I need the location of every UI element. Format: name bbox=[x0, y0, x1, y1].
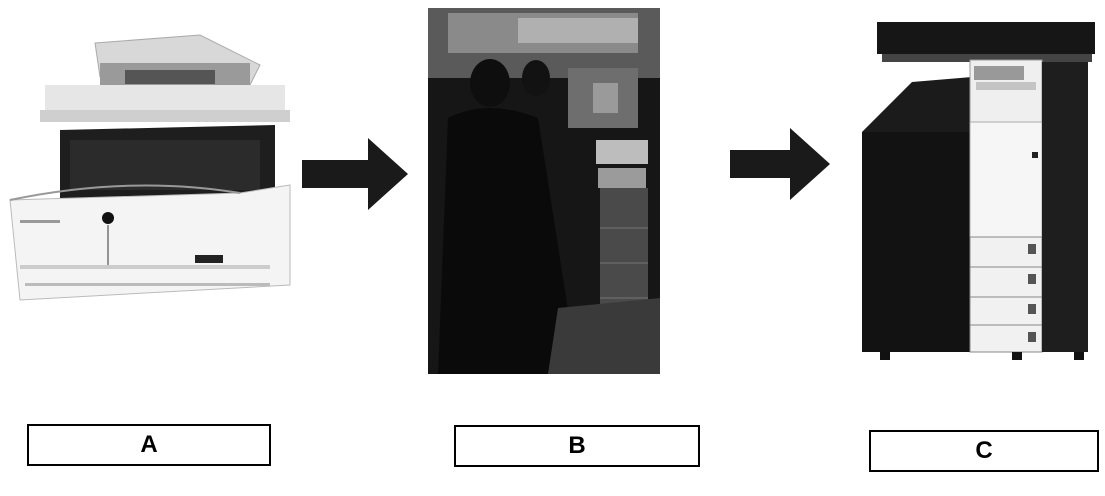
label-b-text: B bbox=[568, 432, 586, 459]
label-box-c: C bbox=[869, 430, 1099, 472]
label-box-a: A bbox=[27, 424, 271, 466]
right-arrow-icon bbox=[730, 128, 830, 200]
printer-c-image bbox=[852, 22, 1105, 367]
office-photo-image bbox=[428, 8, 660, 374]
printer-a-image bbox=[0, 25, 300, 315]
label-box-b: B bbox=[454, 425, 700, 467]
right-arrow-icon bbox=[302, 138, 408, 210]
label-c-text: C bbox=[975, 437, 993, 464]
label-a-text: A bbox=[140, 431, 158, 458]
